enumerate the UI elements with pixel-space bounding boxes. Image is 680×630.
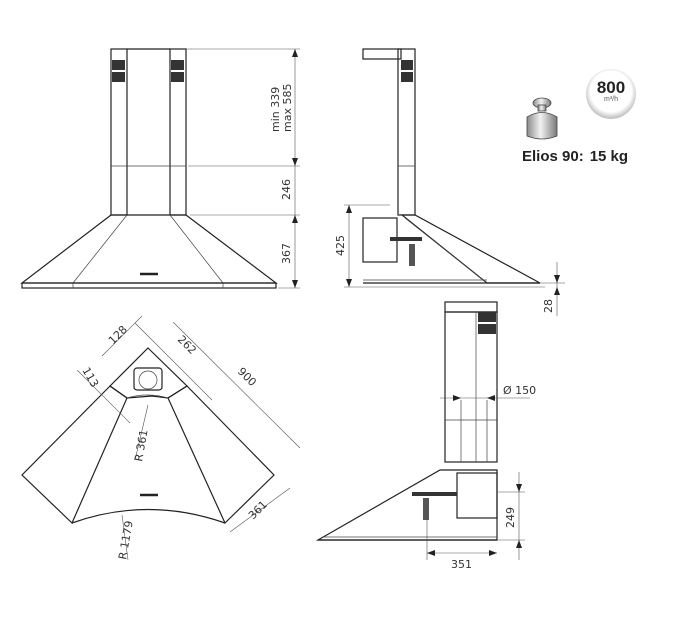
weight-spec: Elios 90: 15 kg [522, 148, 628, 165]
dim-249: 249 [504, 507, 517, 528]
dim-262: 262 [175, 333, 199, 357]
front-view: min 339 max 585 246 367 [20, 48, 300, 289]
side-view: 425 28 [334, 48, 565, 316]
weight-icon [526, 97, 558, 140]
rear-view: Ø 150 249 351 [315, 301, 536, 571]
dim-900: 900 [235, 365, 259, 389]
dim-28: 28 [542, 299, 555, 313]
airflow-value: 800 [596, 78, 626, 97]
dim-425: 425 [334, 235, 347, 256]
dim-r1179: R 1179 [116, 520, 136, 561]
top-view: 128 262 113 900 R 361 361 R 1179 [21, 315, 301, 561]
dim-113: 113 [79, 365, 101, 390]
dim-chimney-max: max 585 [281, 84, 294, 132]
dim-duct-150: Ø 150 [503, 384, 536, 397]
airflow-unit: m³/h [604, 96, 618, 103]
dim-chimney-min: min 339 [269, 87, 282, 132]
dim-367: 367 [280, 243, 293, 264]
dim-r361: R 361 [132, 429, 150, 463]
dim-361: 361 [246, 498, 270, 522]
weight-value: 15 kg [589, 148, 629, 165]
dim-246: 246 [280, 179, 293, 200]
model-label: Elios 90: [522, 148, 584, 165]
dim-351: 351 [451, 558, 472, 571]
dim-128: 128 [106, 323, 130, 347]
airflow-badge-icon: 800 m³/h [586, 69, 636, 119]
